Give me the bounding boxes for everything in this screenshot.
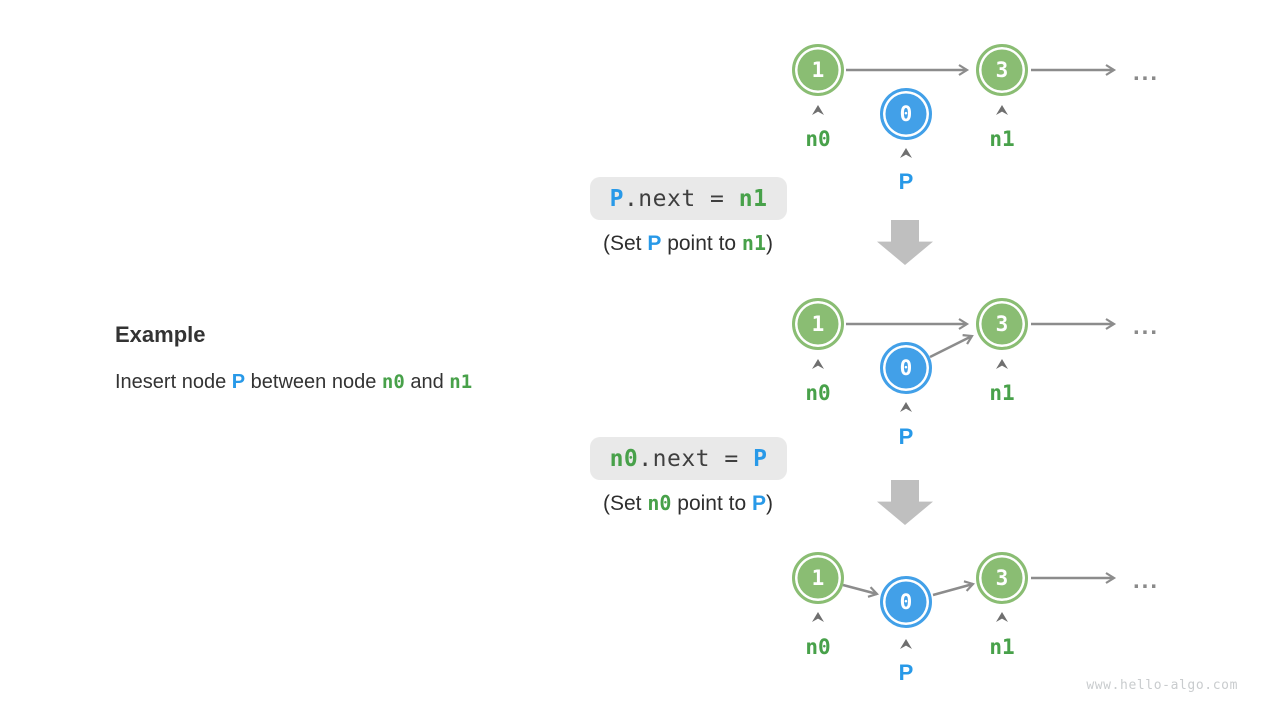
up-caret-icon [812, 359, 825, 370]
up-caret-icon [900, 639, 913, 650]
code2-op: .next = [638, 445, 754, 472]
example-heading: Example [115, 322, 206, 347]
code-box-step1: P.next = n1 [590, 177, 787, 220]
node-n0-stage1: 1 [792, 44, 844, 96]
desc-part3: and [404, 371, 450, 393]
up-caret-icon [900, 402, 913, 413]
node-n0-stage3: 1 [792, 552, 844, 604]
desc-n0-ref: n0 [381, 371, 405, 393]
node-p-stage3: 0 [880, 576, 932, 628]
up-caret-icon [812, 612, 825, 623]
code2-lhs: n0 [609, 445, 639, 472]
down-arrow-icon [877, 480, 933, 525]
caption2-open: (Set [602, 492, 648, 515]
label-p-stage1: P [898, 169, 914, 194]
label-n1-stage2: n1 [989, 381, 1015, 405]
code1-op: .next = [623, 185, 739, 212]
desc-part2: between node [245, 371, 382, 393]
label-n0-stage3: n0 [805, 635, 831, 659]
label-n0-stage1: n0 [805, 127, 831, 151]
label-n1-stage1: n1 [989, 127, 1015, 151]
desc-p-ref: P [231, 371, 246, 393]
label-p-stage2: P [898, 424, 914, 449]
up-caret-icon [996, 359, 1009, 370]
caption2-close: ) [766, 492, 774, 515]
down-arrow-icon [877, 220, 933, 265]
caption1-ref1: P [647, 232, 662, 255]
up-caret-icon [996, 612, 1009, 623]
up-caret-icon [996, 105, 1009, 116]
up-caret-icon [900, 148, 913, 159]
caption1-open: (Set [602, 232, 648, 255]
label-n0-stage2: n0 [805, 381, 831, 405]
node-n1-stage2: 3 [976, 298, 1028, 350]
node-n0-stage2: 1 [792, 298, 844, 350]
ellipsis-stage2: ... [1132, 313, 1160, 340]
caption2-ref1: n0 [647, 491, 672, 515]
caption1-ref2: n1 [741, 231, 767, 255]
desc-n1-ref: n1 [449, 371, 473, 393]
code2-rhs: P [753, 445, 768, 472]
up-caret-icon [812, 105, 825, 116]
caption-step1: (Set P point to n1) [560, 231, 816, 256]
code1-rhs: n1 [738, 185, 768, 212]
caption1-mid: point to [661, 232, 742, 255]
code1-lhs: P [609, 185, 624, 212]
example-description: Inesert node P between node n0 and n1 [115, 371, 472, 394]
caption2-mid: point to [671, 492, 752, 515]
caption-step2: (Set n0 point to P) [560, 491, 816, 516]
node-n1-stage3: 3 [976, 552, 1028, 604]
label-p-stage3: P [898, 660, 914, 685]
desc-part1: Inesert node [115, 371, 232, 393]
code-box-step2: n0.next = P [590, 437, 787, 480]
ellipsis-stage3: ... [1132, 567, 1160, 594]
node-p-stage2: 0 [880, 342, 932, 394]
node-p-stage1: 0 [880, 88, 932, 140]
node-n1-stage1: 3 [976, 44, 1028, 96]
ellipsis-stage1: ... [1132, 59, 1160, 86]
label-n1-stage3: n1 [989, 635, 1015, 659]
caption1-close: ) [766, 232, 774, 255]
caption2-ref2: P [752, 492, 767, 515]
watermark: www.hello-algo.com [1086, 678, 1238, 693]
